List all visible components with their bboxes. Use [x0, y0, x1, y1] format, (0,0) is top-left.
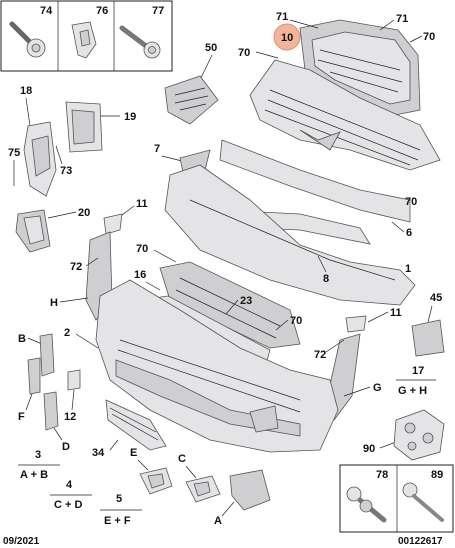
part-1-upper-skin [164, 164, 416, 306]
bolt-89-icon [402, 482, 444, 522]
label-72-b: 72 [314, 349, 326, 361]
part-A [229, 469, 271, 511]
label-20: 20 [78, 207, 90, 219]
label-11-a: 11 [136, 198, 148, 210]
clip-76-icon [71, 21, 97, 59]
label-7: 7 [154, 143, 160, 155]
label-45: 45 [430, 292, 442, 304]
label-23: 23 [240, 295, 252, 307]
label-71-b: 71 [396, 13, 408, 25]
label-78: 78 [376, 469, 388, 481]
label-10: 10 [281, 32, 293, 44]
part-45-panel [411, 319, 445, 357]
label-34: 34 [92, 447, 105, 459]
footer-date: 09/2021 [3, 536, 40, 547]
part-34-grille-strip [105, 399, 167, 451]
label-75: 75 [8, 147, 20, 159]
label-70-e: 70 [136, 243, 148, 255]
label-70-d: 70 [405, 196, 417, 208]
part-E [139, 467, 173, 495]
screw-78-icon [346, 486, 387, 523]
label-A: A [214, 515, 222, 527]
bracket-12 [67, 369, 81, 391]
part-20 [15, 209, 51, 253]
fastener-box-bottom-right: 78 89 [339, 464, 454, 533]
label-17: 17 [412, 365, 424, 377]
label-50: 50 [205, 42, 217, 54]
part-C [185, 475, 221, 503]
label-70-f: 70 [290, 315, 302, 327]
screw-77-icon [119, 25, 161, 59]
label-F: F [18, 411, 25, 423]
label-G-plus-H: G + H [398, 385, 427, 397]
label-6: 6 [406, 227, 412, 239]
label-2: 2 [64, 327, 70, 339]
label-4: 4 [66, 479, 73, 491]
part-50-module: 50 [164, 42, 219, 125]
label-3: 3 [35, 449, 41, 461]
label-G: G [373, 382, 382, 394]
label-8: 8 [323, 273, 329, 285]
label-A-plus-B: A + B [20, 469, 48, 481]
label-77: 77 [152, 5, 164, 17]
label-E: E [130, 447, 137, 459]
label-89: 89 [431, 469, 443, 481]
part-90-sensor-kit [393, 409, 445, 461]
bracket-18 [23, 121, 57, 197]
label-B: B [18, 333, 26, 345]
label-16: 16 [134, 269, 146, 281]
label-C-plus-D: C + D [54, 499, 82, 511]
label-73: 73 [60, 165, 72, 177]
label-12: 12 [64, 411, 76, 423]
label-90: 90 [363, 443, 375, 455]
label-5: 5 [116, 493, 122, 505]
label-H: H [50, 297, 58, 309]
label-C: C [178, 453, 186, 465]
label-71-a: 71 [276, 11, 288, 23]
label-70-a: 70 [423, 31, 435, 43]
part-10-upper-support: 10 [273, 19, 421, 116]
footer-code: 00122617 [398, 536, 443, 547]
label-70-b: 70 [238, 47, 250, 59]
bracket-19 [65, 101, 103, 153]
label-E-plus-F: E + F [104, 515, 131, 527]
bracket-F [27, 357, 41, 395]
label-19: 19 [124, 111, 136, 123]
label-18: 18 [20, 85, 32, 97]
part-2-lower-bumper [95, 279, 339, 453]
label-1: 1 [405, 263, 411, 275]
highlight-circle [273, 23, 301, 51]
upper-grille [249, 59, 441, 171]
label-11-b: 11 [390, 307, 402, 319]
label-D: D [62, 441, 70, 453]
label-74: 74 [40, 5, 53, 17]
label-72-a: 72 [70, 261, 82, 273]
screw-74-icon [9, 21, 46, 58]
label-76: 76 [96, 5, 108, 17]
fastener-box-top-left: 74 76 77 [0, 0, 173, 72]
bracket-B [39, 333, 55, 377]
bracket-D [43, 391, 59, 431]
